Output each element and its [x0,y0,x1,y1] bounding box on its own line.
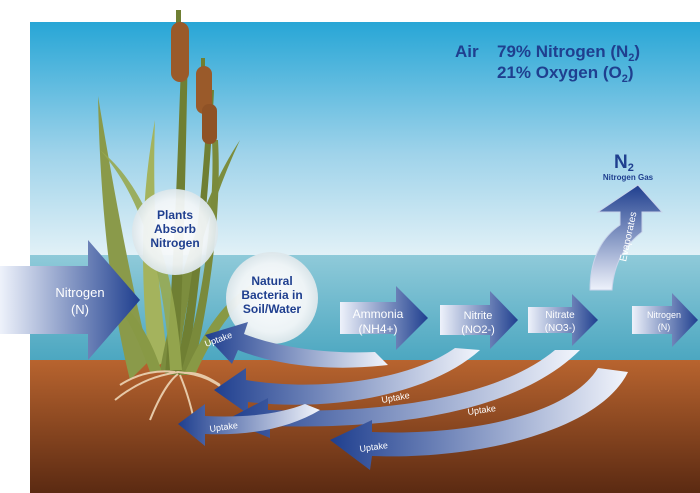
nitrogen-input-line1: Nitrogen [55,285,104,300]
nitrite-arrow [440,291,518,349]
plants-absorb-line2: Absorb [154,222,196,236]
nitrate-line2: (NO3-) [545,323,576,334]
nitrogen-input-line2: (N) [71,302,89,317]
nitrite-line2: (NO2-) [461,324,495,336]
uptake-label-2: Uptake [381,390,411,405]
ammonia-line1: Ammonia [353,307,404,321]
uptake-arrow-1 [205,322,388,368]
air-oxygen-percent: 21% Oxygen (O2) [497,63,634,85]
n2-symbol: N2 [614,152,634,174]
natural-bacteria-line3: Soil/Water [243,302,302,316]
n2-gas-label: Nitrogen Gas [603,173,654,182]
air-label: Air [455,42,479,61]
uptake-arrow-2 [214,348,480,414]
nitrogen-output-line2: (N) [658,322,671,332]
plants-absorb-line1: Plants [157,208,193,222]
plants-absorb-line3: Nitrogen [150,236,199,250]
natural-bacteria-line1: Natural [251,274,292,288]
air-nitrogen-percent: 79% Nitrogen (N2) [497,42,640,64]
nitrite-line1: Nitrite [464,310,493,322]
uptake-arrow-4 [178,404,320,446]
nitrate-line1: Nitrate [545,310,575,321]
plants-absorb-circle [132,189,218,275]
natural-bacteria-line2: Bacteria in [241,288,302,302]
uptake-label-4: Uptake [209,420,239,434]
uptake-arrow-3 [226,350,580,438]
uptake-arrows: Uptake Uptake Uptake Uptake Uptake [178,322,628,470]
uptake-arrow-5 [330,368,628,470]
nitrogen-input-arrow [0,240,140,360]
nitrogen-output-arrow [632,293,698,347]
ammonia-line2: (NH4+) [358,322,397,336]
uptake-label-5: Uptake [359,440,389,454]
uptake-label-3: Uptake [467,403,497,417]
natural-bacteria-circle [226,252,318,344]
nitrate-arrow [528,294,598,346]
nitrogen-output-line1: Nitrogen [647,310,681,320]
evaporates-arrow [589,184,664,291]
ammonia-arrow [340,286,428,350]
